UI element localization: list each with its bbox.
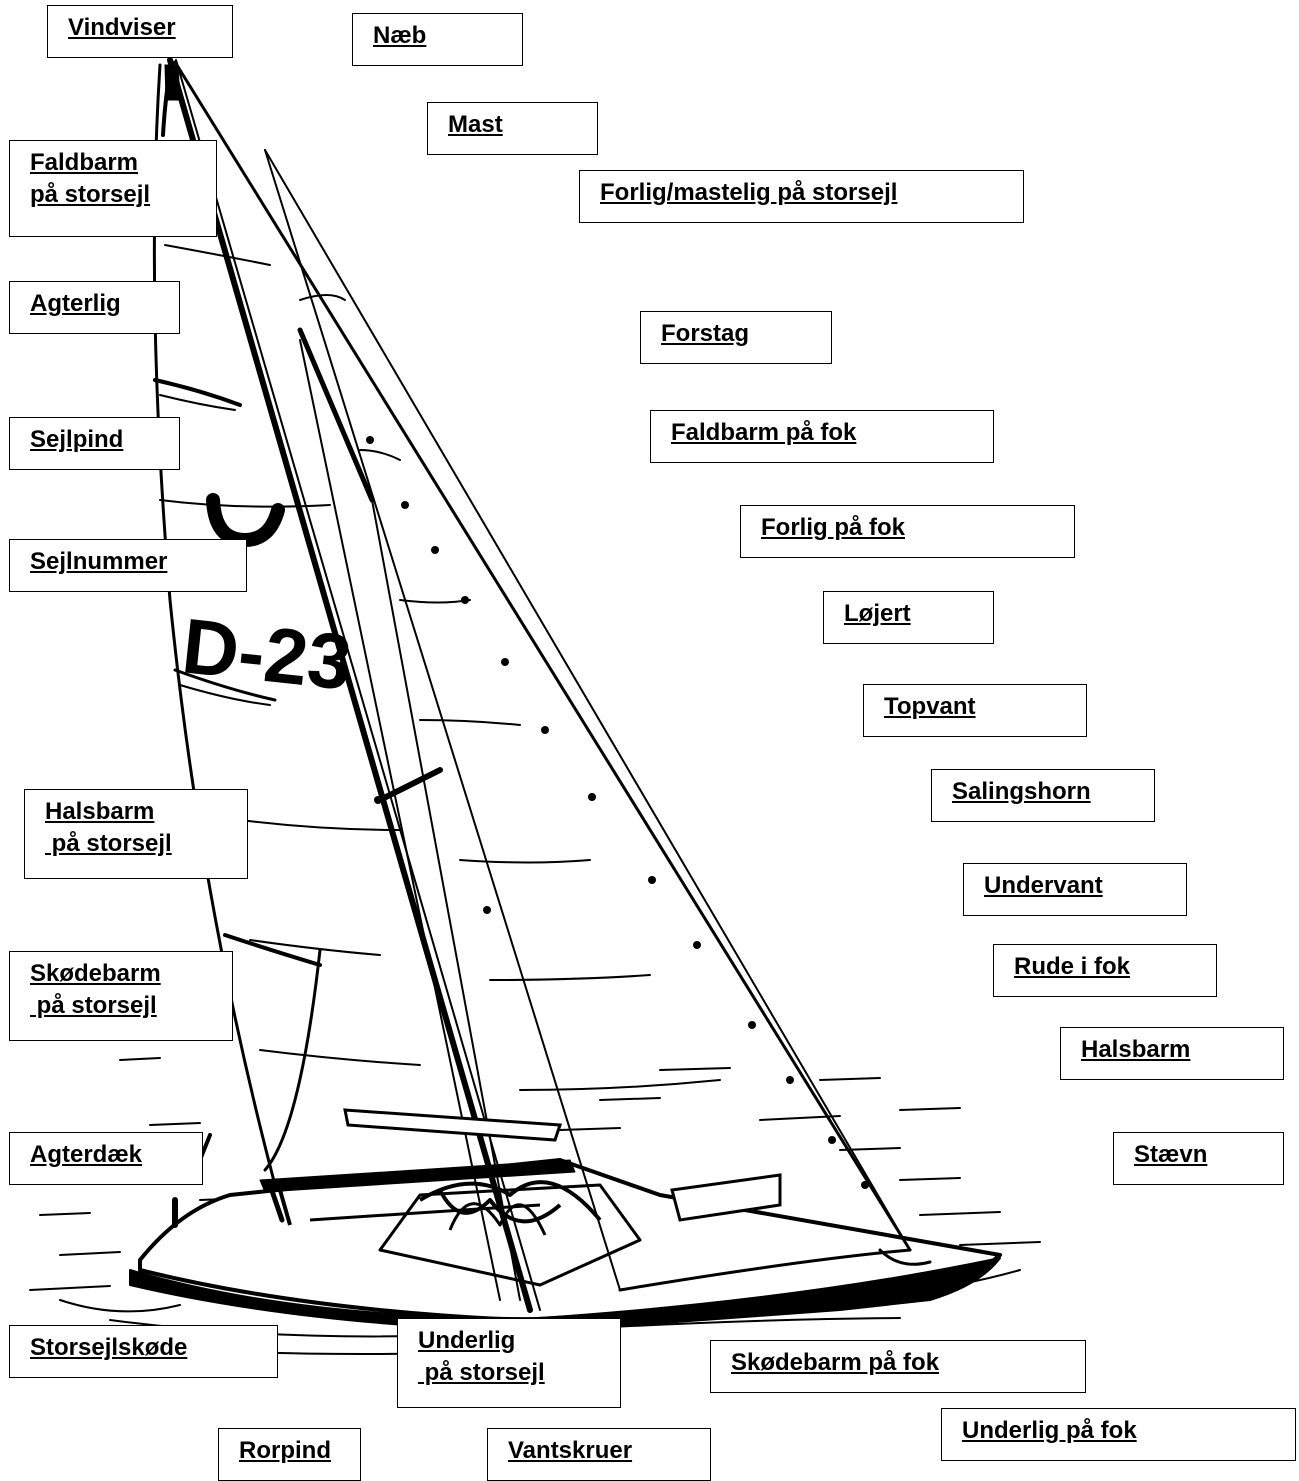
label-text-staevn: Stævn	[1134, 1141, 1208, 1168]
label-vantskruer: Vantskruer	[487, 1428, 711, 1481]
label-text-skodebarm-storsejl: på storsejl	[30, 992, 157, 1019]
label-text-underlig-storsejl: på storsejl	[418, 1359, 545, 1386]
label-text-forlig-storsejl: Forlig/mastelig på storsejl	[600, 179, 898, 206]
label-undervant: Undervant	[963, 863, 1187, 916]
label-text-faldbarm-storsejl: på storsejl	[30, 181, 151, 208]
label-text-mast: Mast	[448, 111, 503, 138]
label-text-rude-fok: Rude i fok	[1014, 953, 1131, 980]
label-storsejlskode: Storsejlskøde	[9, 1325, 278, 1378]
label-text-vindviser: Vindviser	[68, 14, 176, 41]
label-text-forstag: Forstag	[661, 320, 750, 347]
label-salingshorn: Salingshorn	[931, 769, 1155, 822]
label-sejlpind: Sejlpind	[9, 417, 180, 470]
label-text-skodebarm-fok: Skødebarm på fok	[731, 1349, 940, 1376]
label-text-topvant: Topvant	[884, 693, 976, 720]
mainsail: D-23	[152, 63, 421, 1228]
label-sejlnummer: Sejlnummer	[9, 539, 247, 592]
label-text-vantskruer: Vantskruer	[508, 1437, 633, 1464]
label-topvant: Topvant	[863, 684, 1087, 737]
label-skodebarm-fok: Skødebarm på fok	[710, 1340, 1086, 1393]
label-text-halsbarm-storsejl: på storsejl	[45, 830, 172, 857]
label-vindviser: Vindviser	[47, 5, 233, 58]
label-text-salingshorn: Salingshorn	[952, 778, 1091, 805]
forestay-hanks	[366, 436, 869, 1189]
label-underlig-fok: Underlig på fok	[941, 1408, 1296, 1461]
label-text-rorpind: Rorpind	[239, 1437, 331, 1464]
label-forlig-storsejl: Forlig/mastelig på storsejl	[579, 170, 1024, 223]
label-text-naeb: Næb	[373, 22, 427, 49]
label-text-lojert: Løjert	[844, 600, 911, 627]
label-rorpind: Rorpind	[218, 1428, 361, 1481]
label-text-sejlpind: Sejlpind	[30, 426, 124, 453]
label-forstag: Forstag	[640, 311, 832, 364]
label-underlig-storsejl: Underlig på storsejl	[397, 1318, 621, 1408]
mast-and-rigging	[167, 57, 912, 1313]
label-text-sejlnummer: Sejlnummer	[30, 548, 168, 575]
label-text-halsbarm: Halsbarm	[1081, 1036, 1191, 1063]
sail-number: D-23	[178, 601, 355, 706]
label-skodebarm-storsejl: Skødebarm på storsejl	[9, 951, 233, 1041]
label-agterdaek: Agterdæk	[9, 1132, 203, 1185]
label-text-forlig-fok: Forlig på fok	[761, 514, 905, 541]
label-text-faldbarm-fok: Faldbarm på fok	[671, 419, 857, 446]
label-text-underlig-fok: Underlig på fok	[962, 1417, 1137, 1444]
label-mast: Mast	[427, 102, 598, 155]
label-rude-fok: Rude i fok	[993, 944, 1217, 997]
label-text-undervant: Undervant	[984, 872, 1103, 899]
label-text-halsbarm-storsejl: Halsbarm	[45, 798, 155, 825]
label-lojert: Løjert	[823, 591, 994, 644]
label-text-underlig-storsejl: Underlig	[418, 1327, 516, 1354]
label-text-storsejlskode: Storsejlskøde	[30, 1334, 188, 1361]
label-text-skodebarm-storsejl: Skødebarm	[30, 960, 161, 987]
label-forlig-fok: Forlig på fok	[740, 505, 1075, 558]
label-text-agterdaek: Agterdæk	[30, 1141, 143, 1168]
label-text-agterlig: Agterlig	[30, 290, 121, 317]
label-naeb: Næb	[352, 13, 523, 66]
label-faldbarm-storsejl: Faldbarm på storsejl	[9, 140, 217, 237]
label-staevn: Stævn	[1113, 1132, 1284, 1185]
jib	[264, 149, 932, 1292]
label-halsbarm-storsejl: Halsbarm på storsejl	[24, 789, 248, 879]
label-text-faldbarm-storsejl: Faldbarm	[30, 149, 139, 176]
label-faldbarm-fok: Faldbarm på fok	[650, 410, 994, 463]
label-halsbarm: Halsbarm	[1060, 1027, 1284, 1080]
label-agterlig: Agterlig	[9, 281, 180, 334]
